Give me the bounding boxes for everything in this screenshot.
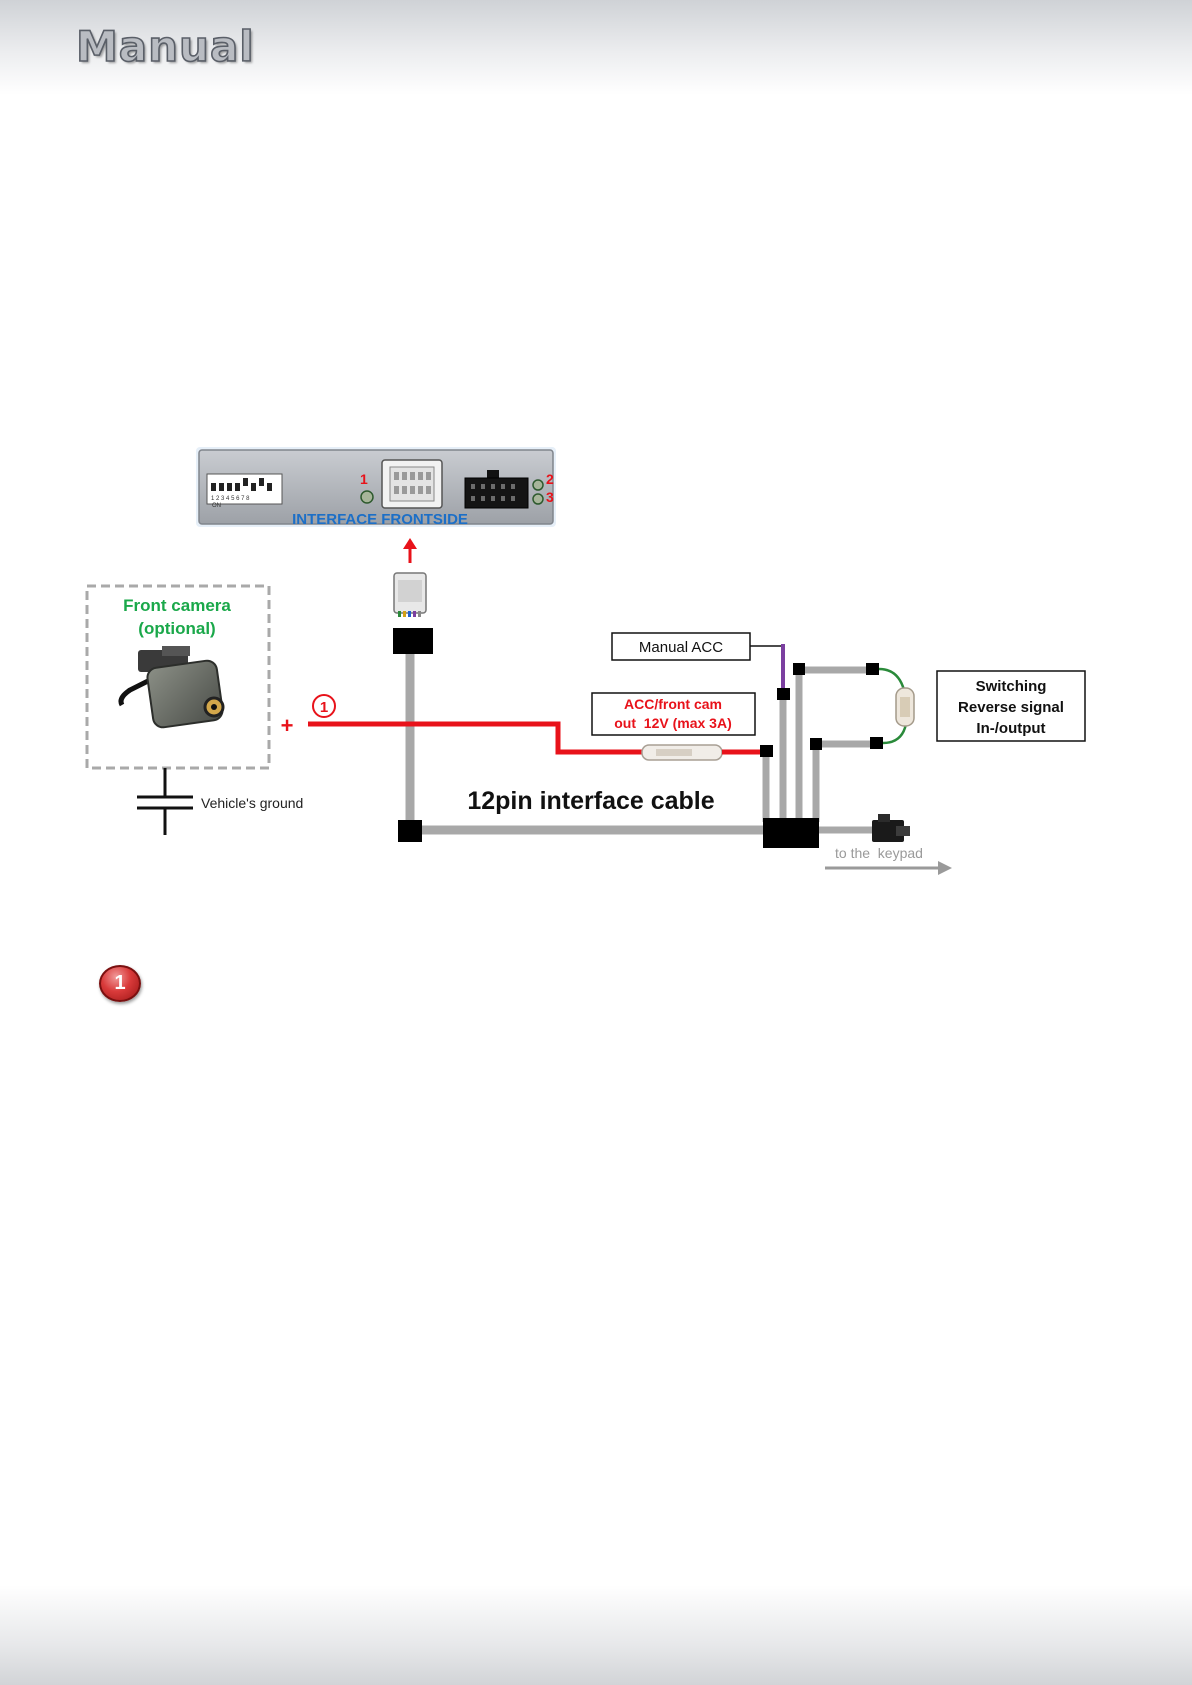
port-label-2: 2 <box>546 471 554 487</box>
harness-wires <box>766 644 874 822</box>
manual-acc-label: Manual ACC <box>639 639 723 656</box>
ground-symbol-icon <box>137 768 193 835</box>
acc-label-line2: out 12V (max 3A) <box>614 715 731 731</box>
led-2 <box>533 480 543 490</box>
plus-sign: + <box>281 713 294 738</box>
port-label-3: 3 <box>546 489 554 505</box>
camera-icon <box>121 646 224 729</box>
dip-switch: 1 2 3 4 5 6 7 8 ON <box>207 474 282 509</box>
reverse-signal-loop <box>866 663 914 749</box>
manual-acc-terminal <box>777 688 790 700</box>
keypad-label: to the keypad <box>835 845 923 861</box>
switching-line2: Reverse signal <box>958 699 1064 716</box>
dip-on-label: ON <box>212 503 221 509</box>
cable-label: 12pin interface cable <box>467 787 714 815</box>
manual-acc-box: Manual ACC <box>612 633 784 688</box>
reverse-terminal-bottom <box>810 738 822 750</box>
led-1 <box>361 491 373 503</box>
front-camera-subtitle: (optional) <box>138 619 215 638</box>
arrow-right-icon <box>825 861 952 875</box>
switching-box: Switching Reverse signal In-/output <box>937 671 1085 741</box>
interface-frontside-label: INTERFACE FRONTSIDE <box>292 511 468 528</box>
led-3 <box>533 494 543 504</box>
ground-label: Vehicle's ground <box>201 795 303 811</box>
acc-terminal <box>760 745 773 757</box>
page-footer <box>0 1585 1192 1685</box>
inline-connector <box>642 745 766 760</box>
svg-text:1: 1 <box>320 699 328 716</box>
front-camera-title: Front camera <box>123 596 231 615</box>
cable-joint-left <box>398 820 422 842</box>
port-label-1: 1 <box>360 471 368 487</box>
wire-marker-1: 1 <box>313 695 335 717</box>
main-connector <box>763 818 819 848</box>
acc-front-cam-box: ACC/front cam out 12V (max 3A) <box>592 693 755 735</box>
switching-line3: In-/output <box>976 720 1045 737</box>
acc-label-line1: ACC/front cam <box>624 696 722 712</box>
twelve-pin-socket <box>382 460 442 508</box>
legend-marker-1: 1 <box>99 965 141 1002</box>
front-camera: Front camera (optional) <box>87 586 269 768</box>
keypad-plug-icon <box>872 814 910 842</box>
switching-line1: Switching <box>976 678 1047 695</box>
reverse-terminal-top <box>793 663 805 675</box>
dip-numbers: 1 2 3 4 5 6 7 8 <box>211 496 250 502</box>
interface-plug <box>393 573 433 654</box>
arrow-up-icon <box>403 538 417 563</box>
interface-frontside: 1 2 3 4 5 6 7 8 ON 1 2 3 INTERF <box>196 447 556 528</box>
